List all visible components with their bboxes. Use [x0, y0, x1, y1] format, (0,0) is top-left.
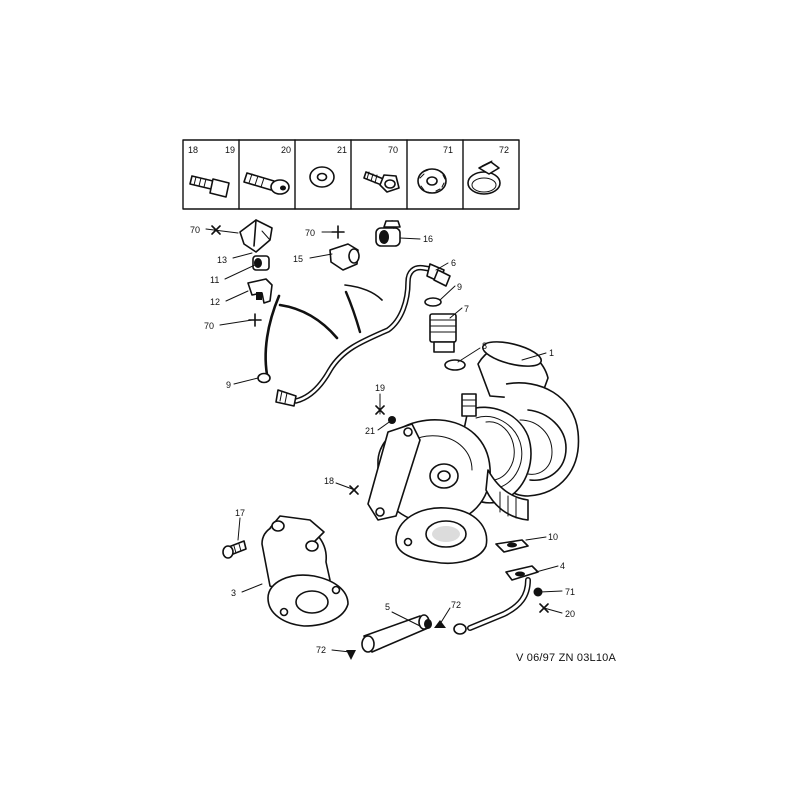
callout-15: 15 [293, 254, 303, 264]
serrated-washer-icon [417, 168, 447, 194]
drawing-reference: V 06/97 ZN 03L10A [516, 652, 616, 664]
callout-70-clip: 70 [305, 228, 315, 238]
leader-lines [205, 228, 563, 653]
washer-8 [444, 359, 466, 371]
bush-16 [375, 220, 401, 247]
bolt-17 [222, 540, 247, 559]
callout-71: 71 [565, 587, 575, 597]
gasket-10 [495, 539, 529, 553]
callout-7: 7 [464, 304, 469, 314]
callout-labels: 70 13 11 12 70 70 15 16 6 9 7 8 1 9 19 2… [190, 225, 575, 655]
hose-clamp-icon [467, 160, 501, 195]
callout-21: 21 [365, 426, 375, 436]
callout-4: 4 [560, 561, 565, 571]
callout-3: 3 [231, 588, 236, 598]
callout-9-left: 9 [226, 380, 231, 390]
callout-8: 8 [482, 341, 487, 351]
cross-marker-20 [539, 603, 549, 613]
triangle-marker-72b [346, 650, 356, 660]
screw-icon [189, 175, 230, 198]
union-adaptor-7 [429, 313, 457, 353]
cross-marker-18 [349, 485, 359, 495]
legend-label-72: 72 [499, 145, 509, 155]
callout-19: 19 [375, 383, 385, 393]
callout-70-lower: 70 [204, 321, 214, 331]
callout-70-upper: 70 [190, 225, 200, 235]
washer-icon [309, 166, 335, 188]
oil-feed-pipe [275, 263, 451, 407]
socket-bolt-icon [243, 172, 290, 195]
callout-17: 17 [235, 508, 245, 518]
seal-ring-9-upper [424, 297, 442, 307]
self-tapping-screw-icon [363, 171, 400, 193]
seal-ring-9-left [257, 372, 271, 384]
bracket-13 [239, 219, 273, 253]
callout-20: 20 [565, 609, 575, 619]
cross-marker-70a [211, 225, 221, 235]
callout-72-right: 72 [451, 600, 461, 610]
legend-label-19: 19 [225, 145, 235, 155]
cross-marker-19 [375, 405, 385, 415]
fastener-symbols [211, 225, 549, 660]
callout-6: 6 [451, 258, 456, 268]
clip-15 [329, 243, 360, 271]
fastener-legend: 18 19 20 21 70 [182, 139, 520, 210]
legend-label-18: 18 [188, 145, 198, 155]
legend-label-20: 20 [281, 145, 291, 155]
callout-9-upper: 9 [457, 282, 462, 292]
dot-marker-21 [388, 416, 396, 424]
callout-10: 10 [548, 532, 558, 542]
bracket-12 [247, 278, 273, 304]
plus-marker-70b [248, 313, 262, 327]
hose-5 [361, 614, 432, 653]
callout-13: 13 [217, 255, 227, 265]
legend-label-71: 71 [443, 145, 453, 155]
gasket-4 [505, 565, 539, 581]
legend-label-21: 21 [337, 145, 347, 155]
bush-11 [252, 255, 270, 271]
engine-outline-curves [264, 284, 383, 382]
triangle-marker-72a [434, 620, 446, 628]
legend-label-70: 70 [388, 145, 398, 155]
oil-return-pipe [453, 577, 531, 635]
callout-18: 18 [324, 476, 334, 486]
callout-11: 11 [210, 275, 219, 285]
plus-marker-70c [331, 225, 345, 239]
exhaust-elbow-3 [261, 515, 349, 627]
callout-12: 12 [210, 297, 220, 307]
callout-1: 1 [549, 348, 554, 358]
dot-marker-71 [533, 587, 543, 597]
callout-16: 16 [423, 234, 433, 244]
callout-72-left: 72 [316, 645, 326, 655]
callout-5: 5 [385, 602, 390, 612]
turbocharger-1 [367, 341, 580, 564]
